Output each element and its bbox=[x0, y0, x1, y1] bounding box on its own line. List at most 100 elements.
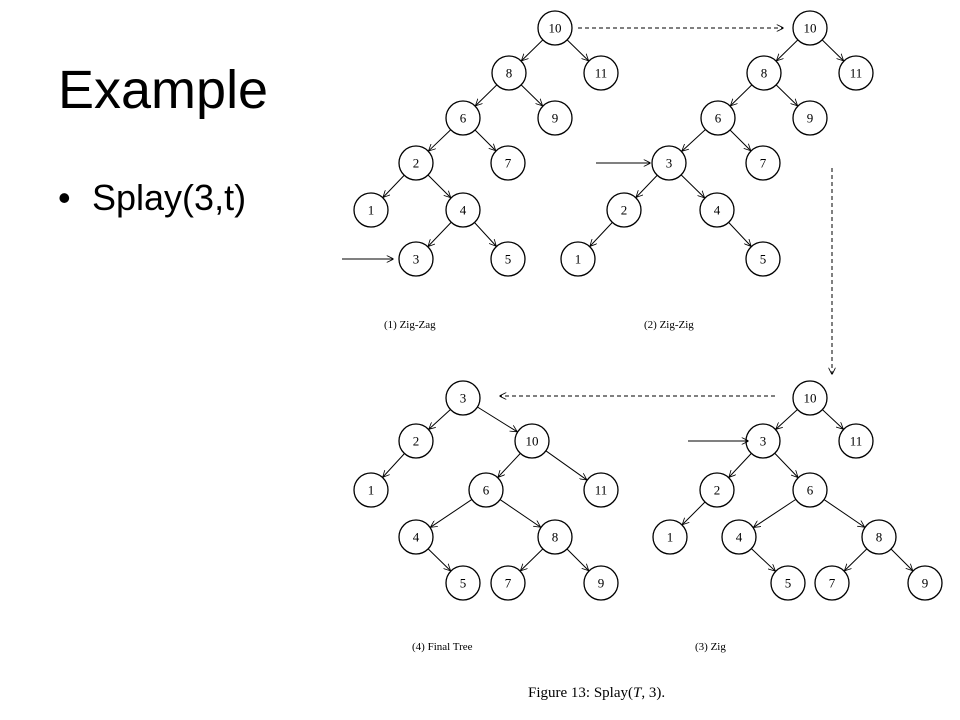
node-circle bbox=[745, 145, 781, 181]
node-label: 9 bbox=[598, 576, 605, 591]
figure-caption-var: T bbox=[633, 685, 643, 701]
edge-zig-6-4 bbox=[754, 498, 797, 527]
node-zigzag-11: 11 bbox=[583, 55, 619, 91]
node-zigzig-1: 1 bbox=[560, 241, 596, 277]
node-label: 5 bbox=[460, 576, 467, 591]
node-final-1: 1 bbox=[353, 472, 389, 508]
node-label: 7 bbox=[505, 576, 512, 591]
node-circle bbox=[838, 55, 874, 91]
node-circle bbox=[353, 472, 389, 508]
node-circle bbox=[490, 145, 526, 181]
edge-zigzag-8-6 bbox=[476, 84, 498, 106]
node-circle bbox=[792, 380, 828, 416]
node-circle bbox=[792, 472, 828, 508]
node-zigzig-5: 5 bbox=[745, 241, 781, 277]
node-circle bbox=[699, 472, 735, 508]
edge-final-10-6 bbox=[498, 453, 521, 476]
edge-zig-8-9 bbox=[890, 548, 912, 570]
edge-zigzag-4-5 bbox=[474, 222, 495, 246]
node-label: 8 bbox=[506, 66, 513, 81]
node-label: 10 bbox=[526, 434, 539, 449]
node-zig-11: 11 bbox=[838, 423, 874, 459]
node-zig-5: 5 bbox=[770, 565, 806, 601]
edge-zigzig-4-5 bbox=[728, 222, 751, 245]
node-zigzig-4: 4 bbox=[699, 192, 735, 228]
node-circle bbox=[490, 565, 526, 601]
node-label: 6 bbox=[460, 111, 467, 126]
slide-title: Example bbox=[58, 60, 269, 120]
figure-caption-prefix: Figure 13: Splay( bbox=[528, 685, 633, 701]
edge-zig-2-1 bbox=[683, 501, 706, 524]
edge-zig-3-6 bbox=[774, 452, 798, 477]
edge-final-10-11 bbox=[545, 450, 586, 480]
node-label: 10 bbox=[804, 391, 817, 406]
edge-final-2-1 bbox=[383, 453, 405, 477]
node-label: 2 bbox=[413, 434, 420, 449]
edge-zigzig-3-4 bbox=[680, 174, 704, 198]
node-label: 3 bbox=[760, 434, 767, 449]
edge-zig-4-5 bbox=[751, 548, 774, 571]
node-circle bbox=[861, 519, 897, 555]
node-final-3: 3 bbox=[445, 380, 481, 416]
node-zigzag-10: 10 bbox=[537, 10, 573, 46]
edge-zig-6-8 bbox=[823, 499, 864, 527]
node-label: 5 bbox=[785, 576, 792, 591]
node-circle bbox=[651, 145, 687, 181]
caption-final: (4) Final Tree bbox=[412, 641, 473, 653]
node-circle bbox=[398, 519, 434, 555]
node-circle bbox=[537, 10, 573, 46]
bullet-dot-icon: • bbox=[58, 177, 71, 218]
node-circle bbox=[746, 55, 782, 91]
node-label: 2 bbox=[621, 203, 628, 218]
node-label: 1 bbox=[368, 483, 375, 498]
node-zigzig-11: 11 bbox=[838, 55, 874, 91]
edge-final-4-5 bbox=[427, 548, 450, 571]
pointers-layer bbox=[342, 163, 748, 441]
node-circle bbox=[445, 192, 481, 228]
edge-zigzig-6-7 bbox=[729, 129, 750, 150]
node-zigzag-4: 4 bbox=[445, 192, 481, 228]
node-zigzag-3: 3 bbox=[398, 241, 434, 277]
node-circle bbox=[468, 472, 504, 508]
node-zig-7: 7 bbox=[814, 565, 850, 601]
node-zigzag-5: 5 bbox=[490, 241, 526, 277]
edge-final-3-2 bbox=[429, 409, 451, 428]
node-zig-4: 4 bbox=[721, 519, 757, 555]
node-zigzig-9: 9 bbox=[792, 100, 828, 136]
node-zigzag-9: 9 bbox=[537, 100, 573, 136]
node-circle bbox=[745, 241, 781, 277]
node-zigzig-2: 2 bbox=[606, 192, 642, 228]
node-zigzig-6: 6 bbox=[700, 100, 736, 136]
node-label: 1 bbox=[667, 530, 674, 545]
figure-caption: Figure 13: Splay(T, 3). bbox=[528, 685, 665, 701]
node-label: 5 bbox=[760, 252, 767, 267]
node-zig-10: 10 bbox=[792, 380, 828, 416]
edge-final-8-9 bbox=[566, 548, 588, 570]
node-zigzag-2: 2 bbox=[398, 145, 434, 181]
node-circle bbox=[445, 565, 481, 601]
node-zig-2: 2 bbox=[699, 472, 735, 508]
caption-zigzig: (2) Zig-Zig bbox=[644, 319, 694, 331]
node-circle bbox=[907, 565, 943, 601]
node-label: 3 bbox=[666, 156, 673, 171]
node-label: 4 bbox=[714, 203, 721, 218]
node-zig-6: 6 bbox=[792, 472, 828, 508]
node-zigzig-8: 8 bbox=[746, 55, 782, 91]
node-circle bbox=[537, 519, 573, 555]
edge-final-6-8 bbox=[499, 499, 540, 527]
node-circle bbox=[838, 423, 874, 459]
node-label: 11 bbox=[850, 66, 863, 81]
edge-zigzag-6-7 bbox=[474, 129, 495, 150]
node-circle bbox=[700, 100, 736, 136]
node-label: 3 bbox=[460, 391, 467, 406]
edge-zig-10-3 bbox=[776, 409, 798, 428]
edge-zigzig-2-1 bbox=[590, 222, 613, 245]
edge-zigzag-10-8 bbox=[522, 39, 544, 61]
node-zigzag-6: 6 bbox=[445, 100, 481, 136]
bullet-text: Splay(3,t) bbox=[92, 177, 247, 218]
